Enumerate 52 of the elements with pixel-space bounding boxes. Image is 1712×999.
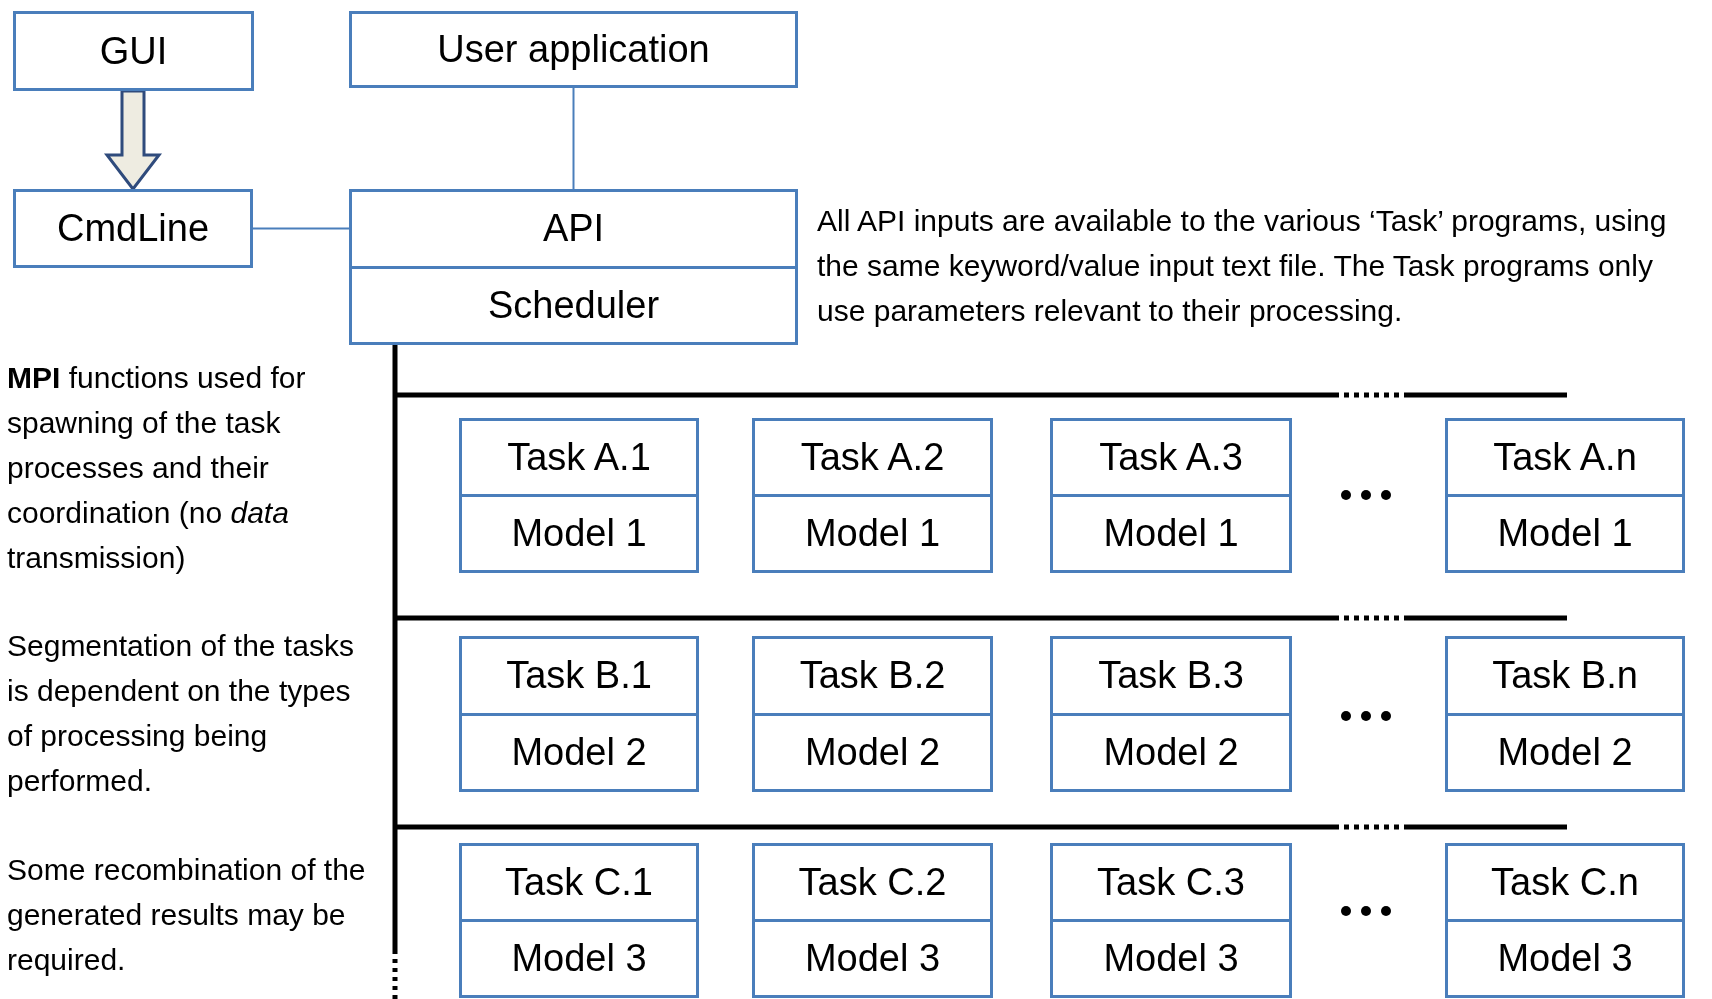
process-box (1445, 843, 1685, 998)
box-label: Task C.3 (1097, 861, 1245, 904)
process-box (752, 636, 993, 792)
box-label: Model 2 (511, 730, 647, 774)
process-box (13, 11, 254, 91)
box-label: Model 1 (804, 512, 941, 555)
box-label: Task B.2 (799, 654, 946, 698)
block-arrow (103, 89, 163, 192)
connector-line (252, 227, 350, 230)
process-box (752, 418, 993, 573)
process-box (13, 189, 253, 268)
process-box (459, 843, 699, 998)
box-label: Model 1 (1103, 512, 1239, 555)
box-label: Task A.n (1493, 436, 1637, 479)
box-label: Model 2 (1103, 730, 1239, 774)
process-box (349, 11, 798, 88)
process-box (1050, 843, 1292, 998)
box-label: Task B.n (1492, 654, 1638, 698)
box-label: Task B.3 (1098, 654, 1244, 698)
box-label: Model 2 (1497, 730, 1633, 774)
box-label: Model 1 (1497, 512, 1633, 555)
connector-line (572, 87, 575, 190)
box-label: Model 3 (511, 937, 647, 980)
box-label: CmdLine (56, 207, 210, 250)
box-label: Task C.n (1491, 861, 1639, 904)
process-box (459, 636, 699, 792)
box-label: User application (437, 28, 710, 71)
box-label: Model 3 (804, 937, 941, 980)
box-label: Task C.2 (798, 861, 947, 904)
process-box (1050, 418, 1292, 573)
box-label: Task A.1 (507, 436, 651, 479)
process-box (349, 189, 798, 345)
process-box (1445, 636, 1685, 792)
box-label: Task A.3 (1099, 436, 1243, 479)
box-label: GUI (99, 29, 168, 73)
box-label: Model 2 (804, 730, 941, 774)
box-label: API (542, 207, 605, 251)
note-text: Segmentation of the tasks is dependent on the types of processing being performed. (7, 628, 355, 799)
process-box (752, 843, 993, 998)
note-text: All API inputs are available to the various ‘Task’ programs, using the same keyword/value input text file. The Task programs only use parameters relevant to their processing. (817, 203, 1668, 329)
process-box (1445, 418, 1685, 573)
box-label: Model 1 (511, 512, 647, 555)
box-label: Model 3 (1497, 937, 1633, 980)
note-text: Some recombination of the generated results may be required. (7, 852, 367, 978)
box-label: Model 3 (1103, 937, 1239, 980)
process-box (1050, 636, 1292, 792)
box-label: Task A.2 (800, 436, 945, 479)
note-text: MPI functions used for spawning of the task processes and their coordination (no data transmission) (7, 360, 307, 576)
box-label: Task C.1 (505, 861, 653, 904)
box-label: Task B.1 (506, 654, 652, 698)
box-label: Scheduler (487, 283, 660, 327)
process-box (459, 418, 699, 573)
